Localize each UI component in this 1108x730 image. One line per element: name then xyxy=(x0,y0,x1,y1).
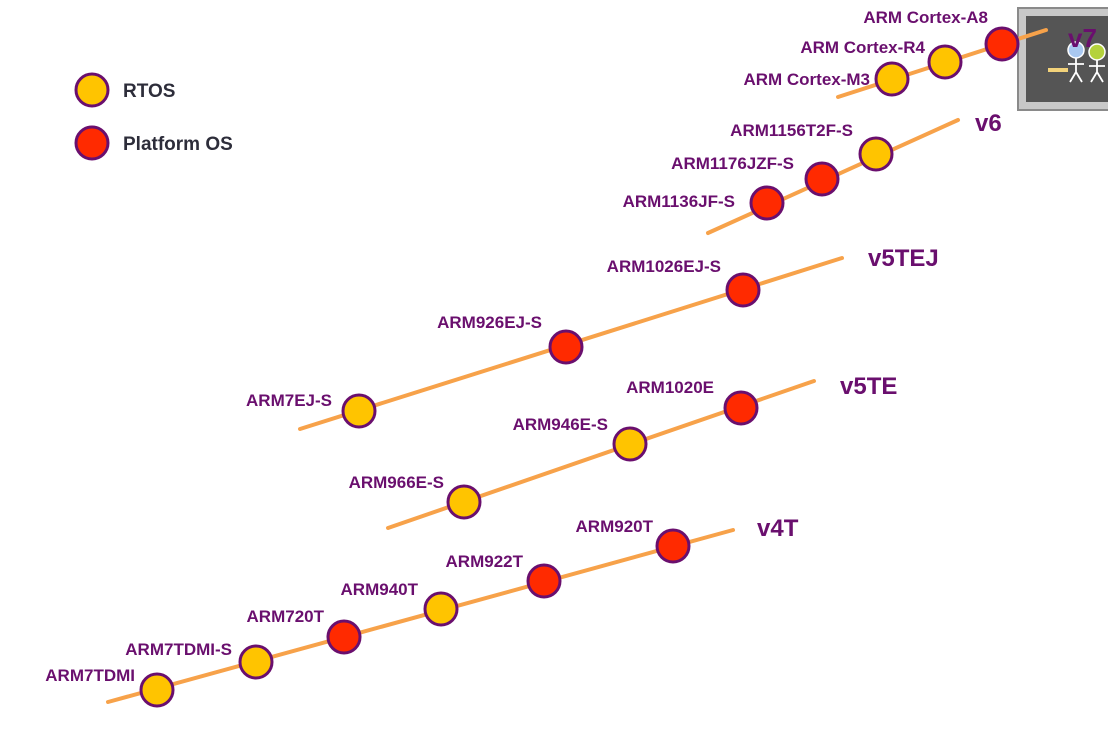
core-label-arm922t: ARM922T xyxy=(446,552,524,571)
legend-platform-os-swatch xyxy=(74,125,110,161)
architecture-label-v6: v6 xyxy=(975,110,1002,137)
core-node-arm-cortex-a8 xyxy=(984,26,1020,62)
core-label-arm920t: ARM920T xyxy=(576,517,654,536)
core-node-arm-cortex-m3 xyxy=(874,61,910,97)
core-node-arm-cortex-r4 xyxy=(927,44,963,80)
core-node-arm1136jf-s xyxy=(749,185,785,221)
core-label-arm966e-s: ARM966E-S xyxy=(349,473,444,492)
core-label-arm7tdmi: ARM7TDMI xyxy=(45,666,135,685)
legend-platform-os-label: Platform OS xyxy=(123,134,233,155)
architecture-label-v7: v7 xyxy=(1068,23,1097,53)
legend-rtos-swatch xyxy=(74,72,110,108)
core-node-arm1156t2f-s xyxy=(858,136,894,172)
core-label-arm926ej-s: ARM926EJ-S xyxy=(437,313,542,332)
core-node-arm940t xyxy=(423,591,459,627)
core-label-arm946e-s: ARM946E-S xyxy=(513,415,608,434)
core-node-arm720t xyxy=(326,619,362,655)
core-node-arm1020e xyxy=(723,390,759,426)
core-node-arm1026ej-s xyxy=(725,272,761,308)
legend-rtos-label: RTOS xyxy=(123,81,175,102)
presenter-thumbnail xyxy=(1017,7,1108,111)
architecture-label-v5tej: v5TEJ xyxy=(868,245,939,272)
core-label-arm1136jf-s: ARM1136JF-S xyxy=(623,192,735,211)
core-node-arm7ej-s xyxy=(341,393,377,429)
core-node-arm926ej-s xyxy=(548,329,584,365)
core-node-arm7tdmi-s xyxy=(238,644,274,680)
core-label-arm7ej-s: ARM7EJ-S xyxy=(246,391,332,410)
core-node-arm920t xyxy=(655,528,691,564)
core-label-arm7tdmi-s: ARM7TDMI-S xyxy=(125,640,232,659)
core-label-arm940t: ARM940T xyxy=(341,580,419,599)
legend: RTOS Platform OS xyxy=(74,72,233,161)
core-node-arm946e-s xyxy=(612,426,648,462)
core-label-arm720t: ARM720T xyxy=(247,607,325,626)
core-label-arm-cortex-r4: ARM Cortex-R4 xyxy=(800,38,925,57)
core-label-arm1020e: ARM1020E xyxy=(626,378,714,397)
core-node-arm7tdmi xyxy=(139,672,175,708)
core-node-arm1176jzf-s xyxy=(804,161,840,197)
core-label-arm1156t2f-s: ARM1156T2F-S xyxy=(730,121,853,140)
core-label-arm1026ej-s: ARM1026EJ-S xyxy=(607,257,721,276)
architecture-line-v4t xyxy=(106,528,735,704)
core-node-arm922t xyxy=(526,563,562,599)
core-label-arm-cortex-a8: ARM Cortex-A8 xyxy=(863,8,988,27)
architecture-label-v5te: v5TE xyxy=(840,373,897,400)
core-label-arm1176jzf-s: ARM1176JZF-S xyxy=(671,154,794,173)
architecture-label-v4t: v4T xyxy=(757,515,799,542)
core-label-arm-cortex-m3: ARM Cortex-M3 xyxy=(743,70,870,89)
core-node-arm966e-s xyxy=(446,484,482,520)
